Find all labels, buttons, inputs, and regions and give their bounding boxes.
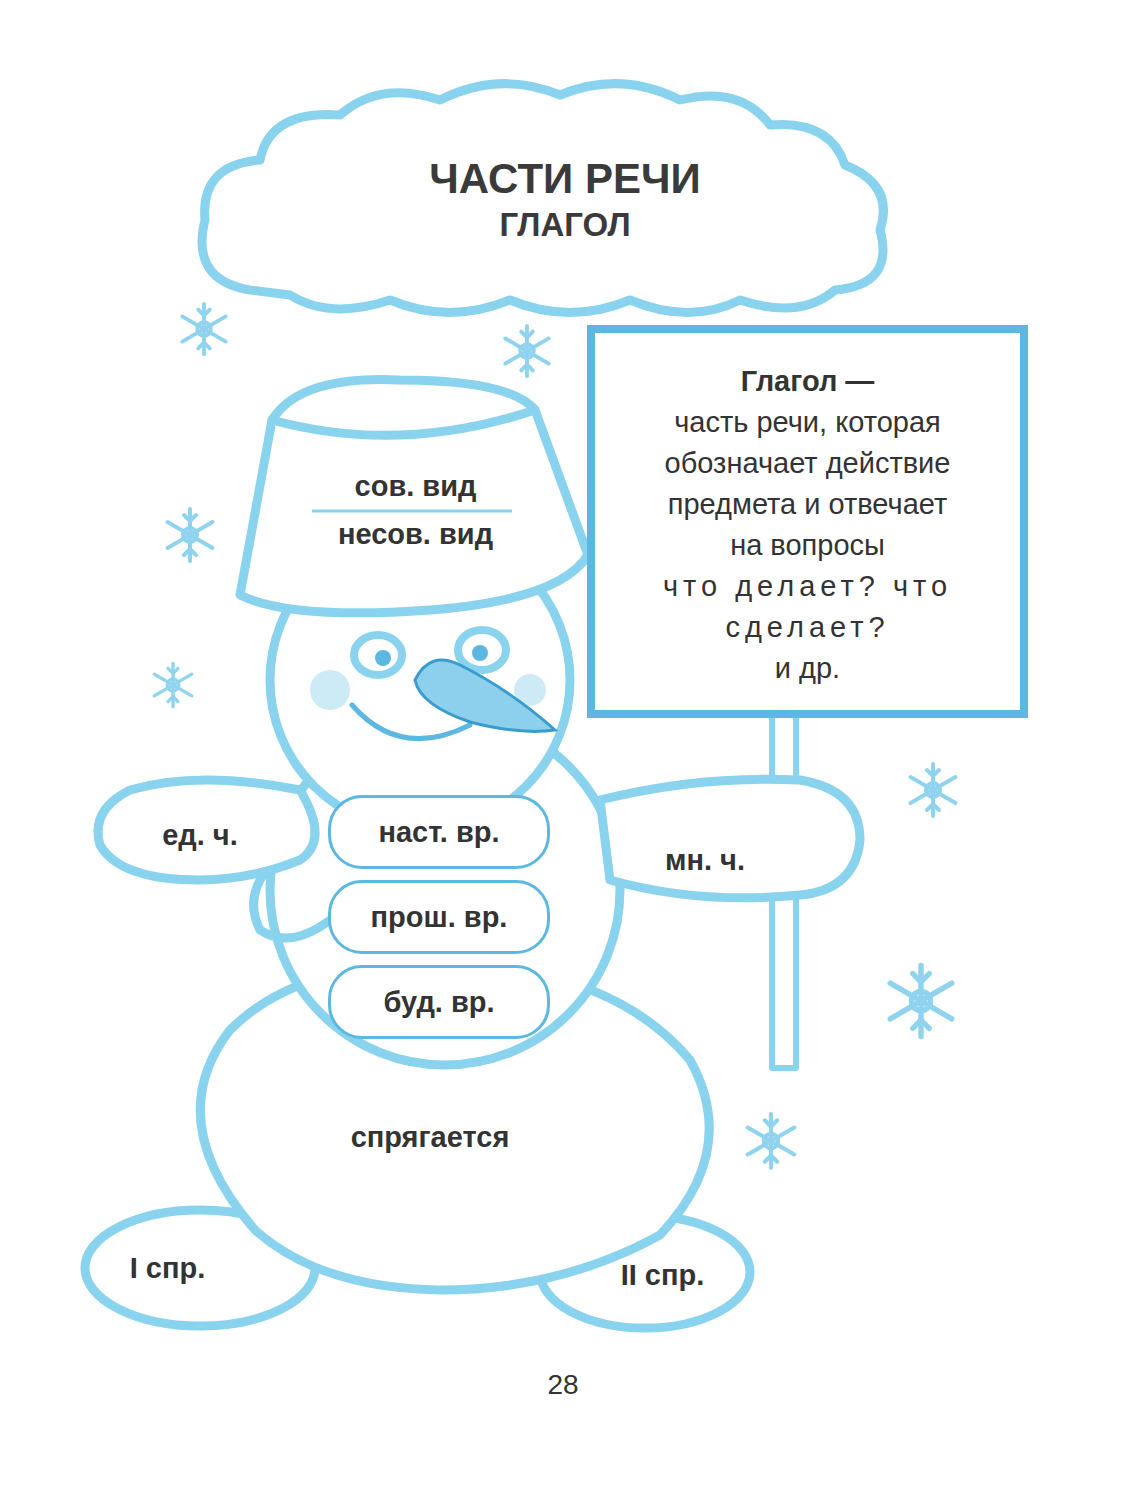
node-text: прош. вр. <box>371 901 508 934</box>
tense-pill: наст. вр. <box>328 795 550 869</box>
bucket <box>240 380 588 613</box>
node-text: II спр. <box>621 1259 705 1292</box>
node-text: ЧАСТИ РЕЧИ <box>429 154 700 204</box>
left-thumb <box>254 872 330 938</box>
node-text: наст. вр. <box>378 816 499 849</box>
node-text: часть речи, которая обозначает действие … <box>658 402 958 566</box>
right-arm <box>600 779 860 898</box>
left-arm <box>98 780 315 880</box>
node-text: и др. <box>775 648 840 689</box>
page-number: 28 <box>547 1369 578 1401</box>
cloud <box>202 84 883 313</box>
aspect-bucket: сов. виднесов. вид <box>298 460 533 560</box>
node-text: несов. вид <box>338 510 493 558</box>
node-text: буд. вр. <box>383 986 494 1019</box>
first-conjugation-foot: I спр. <box>110 1243 225 1293</box>
bucket-rim <box>272 410 535 435</box>
bucket-divider <box>312 510 512 513</box>
node-text: I спр. <box>130 1252 206 1285</box>
node-text: ГЛАГОЛ <box>499 204 630 246</box>
singular-arm: ед. ч. <box>125 810 275 860</box>
node-text: сов. вид <box>355 462 477 510</box>
conjugation-ball: спрягается <box>315 1112 545 1162</box>
second-conjugation-foot: II спр. <box>600 1250 725 1300</box>
node-text: спрягается <box>351 1121 510 1154</box>
tense-pill: прош. вр. <box>328 880 550 954</box>
tense-pill: буд. вр. <box>328 965 550 1039</box>
node-text: что делает? что сделает? <box>638 566 978 648</box>
title-cloud: ЧАСТИ РЕЧИГЛАГОЛ <box>300 145 830 255</box>
bottom-ball <box>200 965 709 1290</box>
node-text: мн. ч. <box>665 844 745 877</box>
sign-board <box>591 329 1024 714</box>
node-text: ед. ч. <box>162 819 238 852</box>
node-text: Глагол — <box>741 361 875 402</box>
plural-arm: мн. ч. <box>640 835 770 885</box>
definition-sign: Глагол —часть речи, которая обозначает д… <box>605 355 1010 695</box>
face <box>310 630 555 739</box>
